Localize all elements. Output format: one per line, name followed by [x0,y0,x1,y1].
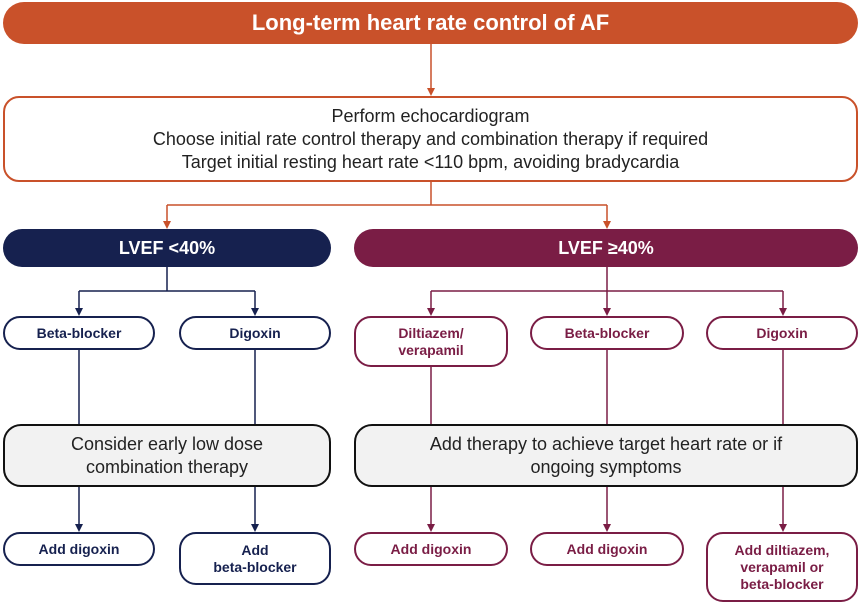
right-out3-line2: verapamil or [740,558,824,575]
right-add-digoxin-box-2: Add digoxin [530,532,684,566]
right-add-diltiazem-verapamil-beta-box: Add diltiazem, verapamil or beta-blocker [706,532,858,602]
right-out2-label: Add digoxin [566,540,648,557]
lvef-low-label: LVEF <40% [118,237,216,258]
left-drug2-label: Digoxin [229,324,281,341]
combo-line-2: combination therapy [85,456,249,477]
left-out2-line1: Add [241,541,269,558]
left-add-digoxin-box: Add digoxin [3,532,155,566]
lvef-high-branch: LVEF ≥40% [354,229,858,267]
add-therapy-line-1: Add therapy to achieve target heart rate… [429,433,783,454]
combination-therapy-box: Consider early low dose combination ther… [3,424,331,487]
step-line-1: Perform echocardiogram [331,105,530,126]
initial-step-box: Perform echocardiogram Choose initial ra… [3,96,858,182]
left-beta-blocker-box: Beta-blocker [3,316,155,350]
right-drug1-line2: verapamil [398,341,464,358]
left-digoxin-box: Digoxin [179,316,331,350]
left-out2-line2: beta-blocker [213,558,297,575]
step-line-2: Choose initial rate control therapy and … [152,128,709,149]
left-drug1-label: Beta-blocker [36,324,122,341]
right-beta-blocker-box: Beta-blocker [530,316,684,350]
left-out1-label: Add digoxin [38,540,120,557]
add-therapy-box: Add therapy to achieve target heart rate… [354,424,858,487]
right-drug3-label: Digoxin [756,324,808,341]
add-therapy-line-2: ongoing symptoms [530,456,682,477]
right-out1-label: Add digoxin [390,540,472,557]
lvef-low-branch: LVEF <40% [3,229,331,267]
right-digoxin-box: Digoxin [706,316,858,350]
right-drug2-label: Beta-blocker [564,324,650,341]
right-diltiazem-verapamil-box: Diltiazem/ verapamil [354,316,508,367]
title-text: Long-term heart rate control of AF [251,10,610,35]
title-banner: Long-term heart rate control of AF [3,2,858,44]
right-out3-line1: Add diltiazem, [734,541,830,558]
right-add-digoxin-box-1: Add digoxin [354,532,508,566]
combo-line-1: Consider early low dose [70,433,264,454]
lvef-high-label: LVEF ≥40% [558,237,654,258]
right-out3-line3: beta-blocker [740,575,824,592]
step-line-3: Target initial resting heart rate <110 b… [181,151,680,172]
right-drug1-line1: Diltiazem/ [398,324,464,341]
left-add-beta-blocker-box: Add beta-blocker [179,532,331,585]
